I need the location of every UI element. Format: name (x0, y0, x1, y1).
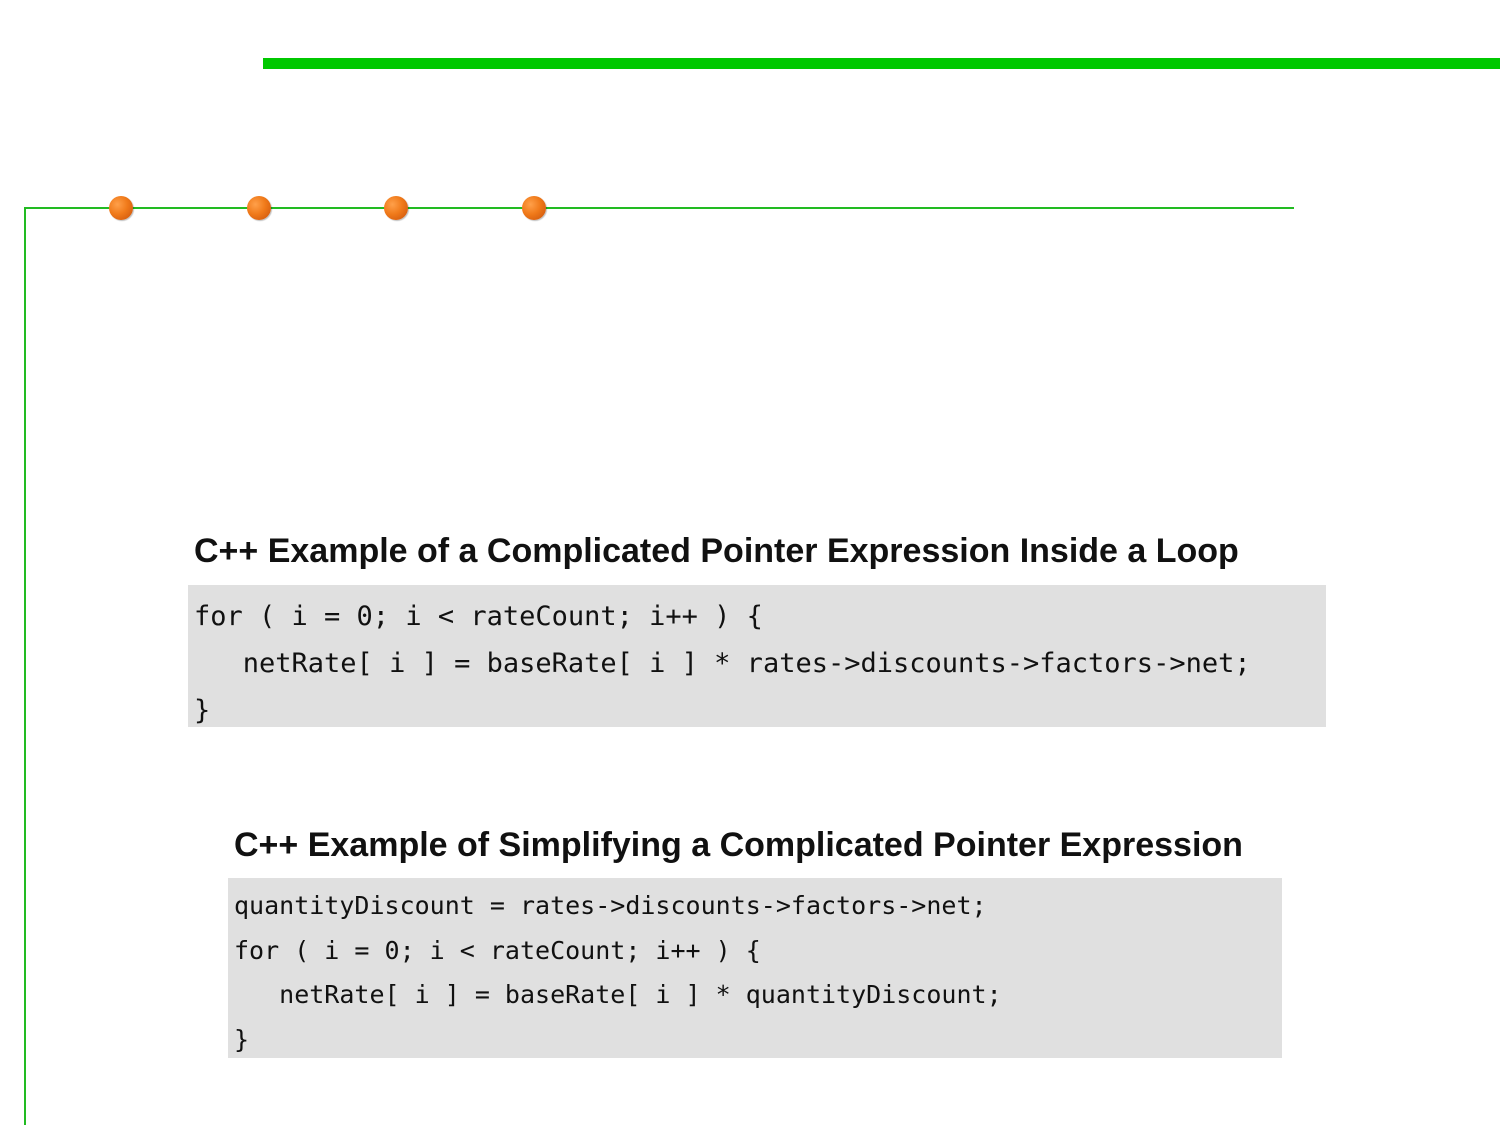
vertical-divider (24, 207, 26, 1125)
example-1-code-block: for ( i = 0; i < rateCount; i++ ) { netR… (188, 585, 1326, 727)
code-line: } (234, 1024, 250, 1054)
example-1-heading: C++ Example of a Complicated Pointer Exp… (194, 532, 1239, 570)
top-accent-bar (263, 58, 1500, 69)
example-2-code-block: quantityDiscount = rates->discounts->fac… (228, 878, 1282, 1058)
bullet-dot-2 (247, 196, 271, 220)
horizontal-divider (24, 207, 1294, 209)
code-line: netRate[ i ] = baseRate[ i ] * rates->di… (194, 648, 1251, 679)
example-2-heading: C++ Example of Simplifying a Complicated… (234, 826, 1243, 864)
bullet-dot-4 (522, 196, 546, 220)
code-line: for ( i = 0; i < rateCount; i++ ) { (194, 601, 763, 632)
code-line: } (194, 695, 211, 726)
bullet-dot-3 (384, 196, 408, 220)
code-line: for ( i = 0; i < rateCount; i++ ) { (234, 935, 761, 965)
bullet-dot-1 (109, 196, 133, 220)
code-line: netRate[ i ] = baseRate[ i ] * quantityD… (234, 980, 1002, 1009)
code-line: quantityDiscount = rates->discounts->fac… (234, 891, 987, 920)
